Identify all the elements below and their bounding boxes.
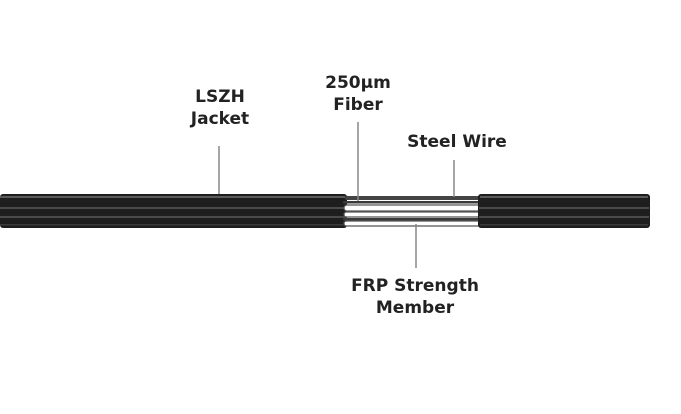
label-frp-line1: FRP Strength [351,276,479,296]
label-lszh-jacket-line2: Jacket [190,109,250,129]
left-jacket-section [0,194,347,228]
frp-member-mid [343,211,483,218]
label-lszh-jacket: LSZH Jacket [170,86,270,130]
left-jacket-body [0,194,347,228]
left-jacket-highlight [0,196,345,198]
label-frp-strength-member: FRP Strength Member [330,275,500,319]
fiber-strand-upper [343,201,481,204]
steel-wire [345,196,481,200]
right-jacket-highlight [480,196,648,198]
right-jacket-section [478,194,650,228]
right-jacket-groove-bottom [479,216,649,218]
label-fiber-line1: 250µm [325,73,391,93]
left-jacket-groove-top [0,207,346,209]
label-lszh-jacket-line1: LSZH [195,87,245,107]
label-steel-wire-line1: Steel Wire [407,132,507,152]
frp-member-top [343,204,483,212]
right-jacket-lower-highlight [480,224,648,226]
fiber-strand-lower [343,218,481,221]
label-steel-wire: Steel Wire [392,131,522,153]
left-jacket-lower-highlight [0,224,345,226]
left-jacket-groove-bottom [0,216,346,218]
right-jacket-body [478,194,650,228]
exposed-section [343,196,483,227]
frp-member-bottom [343,220,483,227]
right-jacket-groove-top [479,207,649,209]
label-frp-line2: Member [375,298,455,318]
label-fiber-line2: Fiber [333,95,383,115]
label-fiber: 250µm Fiber [313,72,403,116]
